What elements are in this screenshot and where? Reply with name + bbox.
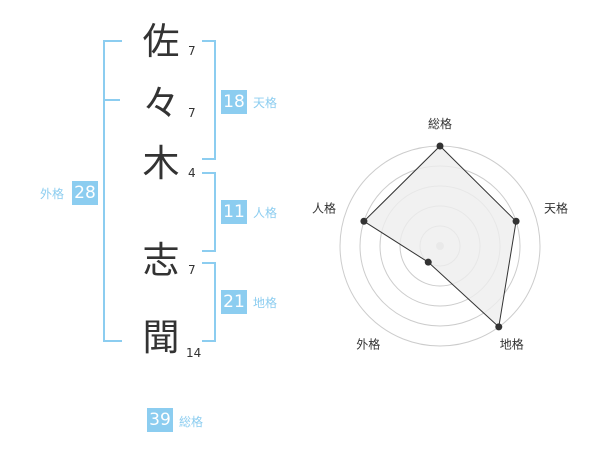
gaikaku-label: 外格 — [40, 187, 65, 201]
radar-point-4 — [424, 258, 432, 266]
radar-axis-label-5: 人格 — [312, 200, 336, 215]
jinkaku-label: 人格 — [253, 206, 278, 220]
tenkaku-bracket — [202, 40, 216, 160]
stroke-count-5: 14 — [186, 346, 202, 360]
chikaku-label: 地格 — [253, 296, 278, 310]
gaikaku-value: 28 — [72, 181, 98, 205]
radar-point-3 — [495, 323, 503, 331]
chikaku-bracket — [202, 262, 216, 342]
gaikaku-bracket-divider — [103, 99, 120, 101]
chikaku-value: 21 — [221, 290, 247, 314]
tenkaku-value: 18 — [221, 90, 247, 114]
radar-series-area — [363, 145, 517, 328]
radar-axis-label-4: 外格 — [356, 337, 380, 352]
radar-point-2 — [512, 217, 520, 225]
name-char-2: 々 — [142, 82, 180, 125]
name-char-1: 佐 — [142, 20, 180, 63]
tenkaku-label: 天格 — [253, 96, 278, 110]
stroke-count-2: 7 — [188, 106, 196, 120]
soukaku-label: 総格 — [179, 415, 204, 429]
stroke-count-1: 7 — [188, 44, 196, 58]
stroke-count-3: 4 — [188, 166, 196, 180]
soukaku-value: 39 — [147, 408, 173, 432]
jinkaku-bracket — [202, 172, 216, 252]
name-char-5: 聞 — [142, 316, 180, 359]
radar-point-5 — [360, 217, 368, 225]
radar-axis-label-1: 総格 — [428, 116, 452, 131]
name-char-4: 志 — [142, 239, 180, 282]
jinkaku-value: 11 — [221, 200, 247, 224]
radar-axis-label-2: 天格 — [544, 200, 568, 215]
name-char-3: 木 — [142, 142, 180, 185]
stroke-count-4: 7 — [188, 263, 196, 277]
radar-point-1 — [436, 142, 444, 150]
radar-axis-label-3: 地格 — [500, 337, 524, 352]
gaikaku-bracket — [103, 40, 122, 342]
